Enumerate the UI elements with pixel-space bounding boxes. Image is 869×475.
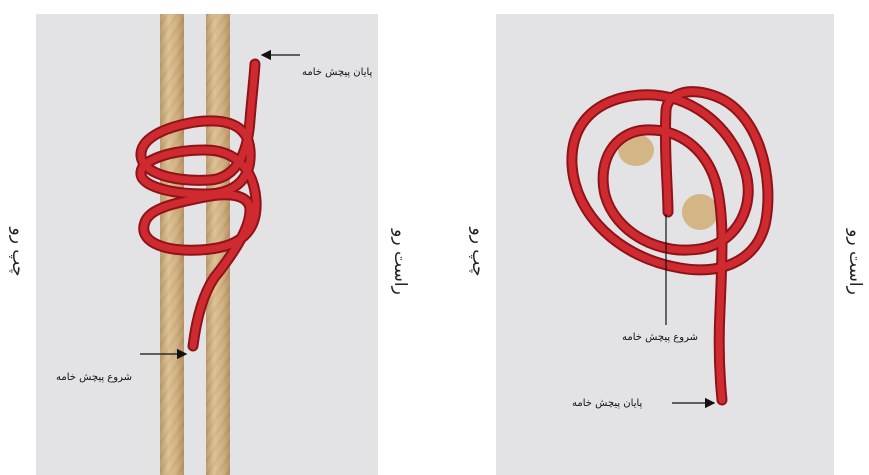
start-label-right: شروع پیچش خامه	[622, 332, 698, 343]
end-label-right: پایان پیچش خامه	[572, 398, 642, 409]
side-left-label-right: چپ رو	[468, 227, 488, 276]
side-right-label-left: راست رو	[390, 229, 410, 295]
side-left-label-left: چپ رو	[8, 227, 28, 276]
start-label-left: شروع پیچش خامه	[56, 372, 132, 383]
warp-cross-section	[682, 194, 718, 230]
yarn-spiral-right	[572, 92, 768, 400]
end-label-left: پایان پیچش خامه	[302, 67, 372, 78]
side-right-label-right: راست رو	[845, 229, 865, 295]
yarn-wrap-left	[141, 64, 256, 346]
